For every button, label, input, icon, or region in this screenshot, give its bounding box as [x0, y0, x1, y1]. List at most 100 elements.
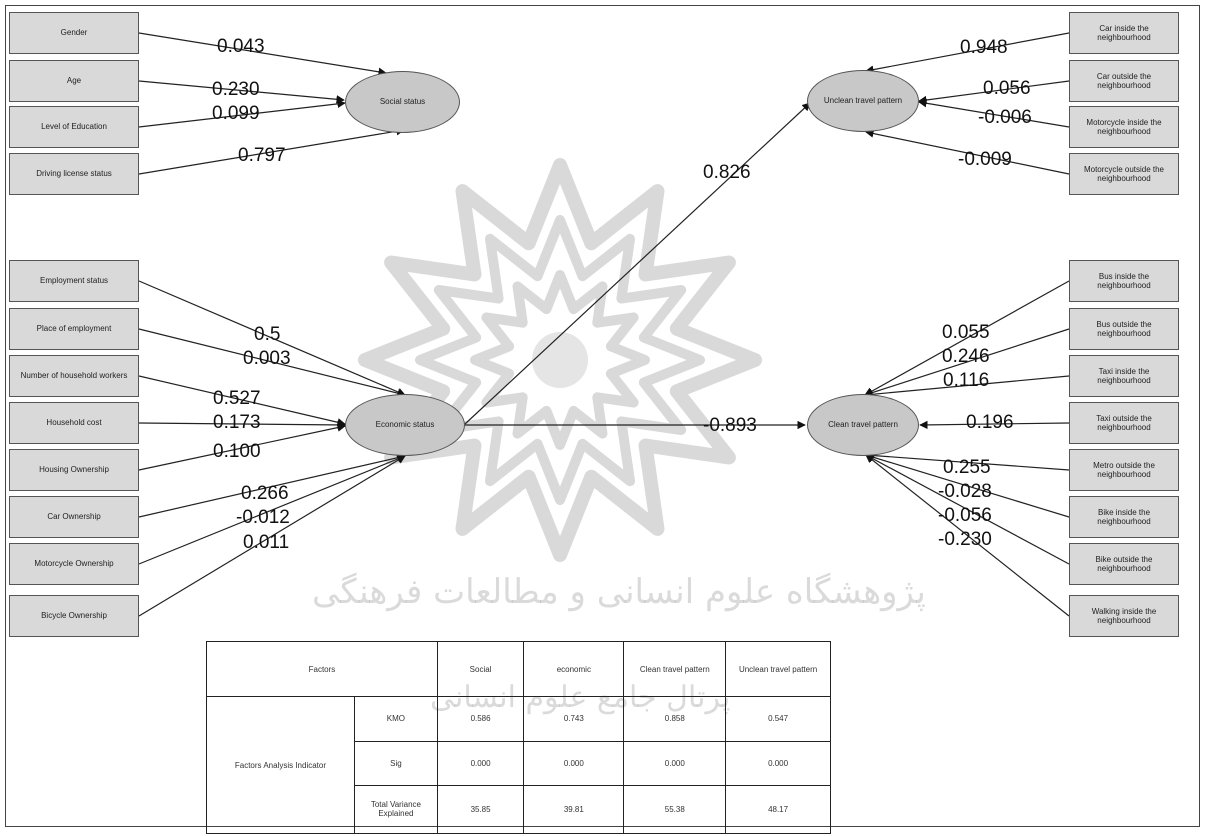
path-arrow [138, 328, 406, 398]
path-arrow [865, 453, 1070, 518]
coef-car-ownership: 0.266 [241, 483, 289, 504]
coef-gender: 0.043 [217, 36, 265, 57]
input-box-place-of-employment: Place of employment [9, 308, 139, 350]
table-cell: 39.81 [523, 784, 625, 835]
path-arrow [864, 280, 1070, 396]
table-cell: 55.38 [623, 784, 727, 835]
table-row-label: Total Variance Explained [353, 784, 438, 835]
coef-car-inside: 0.948 [960, 37, 1008, 58]
input-box-household-workers: Number of household workers [9, 355, 139, 397]
output-box-walking-inside: Walking inside the neighbourhood [1069, 595, 1179, 637]
table-row: Total Variance Explained 35.85 39.81 55.… [207, 784, 831, 835]
path-arrow [919, 420, 1070, 430]
coef-motorcycle-inside: -0.006 [978, 107, 1032, 128]
path-arrow [865, 129, 1070, 175]
input-box-car-ownership: Car Ownership [9, 496, 139, 538]
path-arrow [864, 328, 1070, 397]
watermark-text-line1: پژوهشگاه علوم انسانی و مطالعات فرهنگی [312, 572, 926, 612]
path-arrow [918, 99, 1070, 128]
output-box-bike-outside: Bike outside the neighbourhood [1069, 543, 1179, 585]
input-box-employment-status: Employment status [9, 260, 139, 302]
coef-motorcycle-ownership: -0.012 [236, 507, 290, 528]
path-arrow [138, 80, 345, 104]
table-cell: 0.547 [725, 696, 831, 742]
path-arrow [138, 99, 346, 128]
table-col-header: Social [436, 640, 525, 698]
path-arrow [138, 375, 346, 427]
coef-taxi-inside: 0.116 [943, 370, 990, 391]
coef-bus-inside: 0.055 [942, 322, 990, 343]
coef-taxi-outside: 0.196 [966, 412, 1014, 433]
input-box-motorcycle-ownership: Motorcycle Ownership [9, 543, 139, 585]
path-arrow [865, 454, 1070, 617]
table-col-header: Clean travel pattern [623, 640, 727, 698]
table-group-label: Factors Analysis Indicator [206, 696, 355, 834]
output-box-bus-outside: Bus outside the neighbourhood [1069, 308, 1179, 350]
coef-bus-outside: 0.246 [942, 346, 990, 367]
output-box-bike-inside: Bike inside the neighbourhood [1069, 496, 1179, 538]
path-arrow [138, 420, 346, 430]
factor-analysis-table: Factors Social economic Clean travel pat… [206, 640, 831, 835]
output-box-car-outside: Car outside the neighbourhood [1069, 60, 1179, 102]
path-arrow [865, 32, 1070, 74]
output-box-taxi-outside: Taxi outside the neighbourhood [1069, 402, 1179, 444]
output-box-car-inside: Car inside the neighbourhood [1069, 12, 1179, 54]
path-arrow [464, 102, 811, 425]
coef-place-of-employment: 0.003 [243, 348, 291, 369]
output-box-metro-outside: Metro outside the neighbourhood [1069, 449, 1179, 491]
coef-household-workers: 0.527 [213, 388, 261, 409]
table-col-header: economic [523, 640, 625, 698]
input-box-housing-ownership: Housing Ownership [9, 449, 139, 491]
coef-driving-license: 0.797 [238, 145, 286, 166]
table-row-label: Sig [353, 740, 438, 786]
input-box-driving-license: Driving license status [9, 153, 139, 195]
path-arrow [918, 80, 1070, 105]
latent-clean-travel: Clean travel pattern [807, 394, 919, 456]
path-arrow [138, 455, 406, 617]
coef-household-cost: 0.173 [213, 412, 261, 433]
table-cell: 0.000 [623, 740, 727, 786]
table-cell: 0.858 [623, 696, 727, 742]
table-row-label: KMO [353, 696, 438, 742]
coef-economic-to-unclean: 0.826 [703, 162, 751, 183]
input-box-bicycle-ownership: Bicycle Ownership [9, 595, 139, 637]
coef-economic-to-clean: -0.893 [703, 415, 757, 436]
path-arrow [138, 32, 387, 76]
path-arrow [138, 127, 405, 175]
coef-age: 0.230 [212, 79, 260, 100]
latent-social-status: Social status [345, 71, 460, 133]
path-arrow [138, 454, 406, 565]
path-arrow [865, 451, 1070, 471]
output-box-motorcycle-outside: Motorcycle outside the neighbourhood [1069, 153, 1179, 195]
table-cell: 0.000 [436, 740, 525, 786]
coef-walking-inside: -0.230 [938, 529, 992, 550]
path-arrow [864, 375, 1070, 399]
table-col-header: Unclean travel pattern [725, 640, 831, 698]
table-cell: 0.586 [436, 696, 525, 742]
table-cell: 35.85 [436, 784, 525, 835]
input-box-age: Age [9, 60, 139, 102]
coef-bicycle-ownership: 0.011 [243, 532, 290, 553]
path-arrow [138, 453, 406, 518]
coef-car-outside: 0.056 [983, 78, 1031, 99]
output-box-bus-inside: Bus inside the neighbourhood [1069, 260, 1179, 302]
table-cell: 0.000 [523, 740, 625, 786]
table-row: Factors Analysis Indicator KMO 0.586 0.7… [206, 696, 831, 834]
latent-unclean-travel: Unclean travel pattern [807, 70, 919, 132]
table-cell: 0.000 [725, 740, 831, 786]
input-box-education: Level of Education [9, 106, 139, 148]
input-box-household-cost: Household cost [9, 402, 139, 444]
coef-housing-ownership: 0.100 [213, 441, 261, 462]
table-cell: 0.743 [523, 696, 625, 742]
output-box-taxi-inside: Taxi inside the neighbourhood [1069, 355, 1179, 397]
table-row: Sig 0.000 0.000 0.000 0.000 [207, 740, 831, 786]
path-arrow [865, 454, 1070, 565]
coef-metro-outside: 0.255 [943, 457, 991, 478]
coef-bike-outside: -0.056 [938, 505, 992, 526]
coef-employment-status: 0.5 [254, 324, 281, 345]
input-box-gender: Gender [9, 12, 139, 54]
coef-education: 0.099 [212, 103, 260, 124]
coef-bike-inside: -0.028 [938, 481, 992, 502]
output-box-motorcycle-inside: Motorcycle inside the neighbourhood [1069, 106, 1179, 148]
